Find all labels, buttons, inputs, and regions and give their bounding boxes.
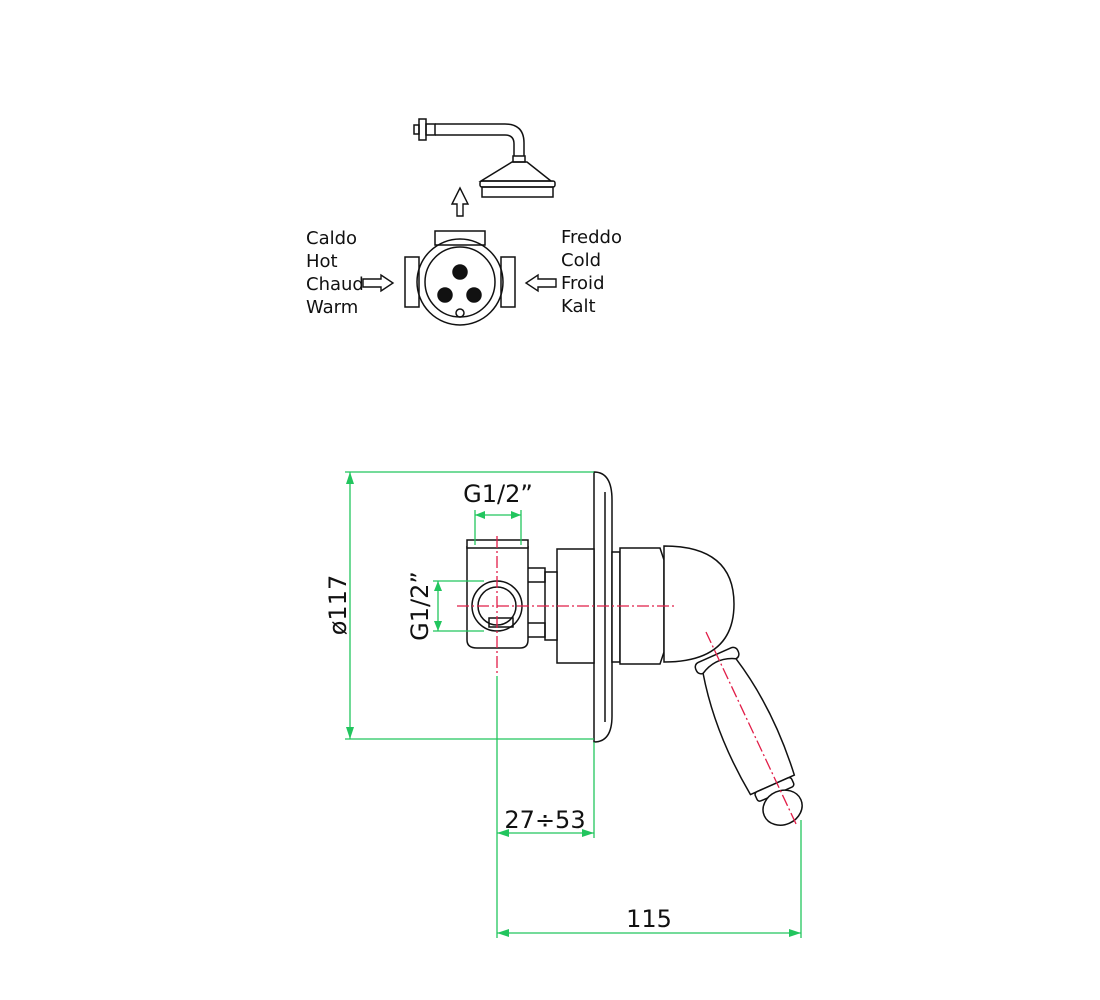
mixer-body-schematic	[404, 230, 516, 326]
hot-label-it: Caldo	[306, 228, 357, 249]
outlet-up-arrow-icon	[450, 186, 470, 217]
shower-head-schematic	[413, 118, 556, 198]
depth-arrow-right	[582, 829, 594, 837]
wall-plate	[593, 471, 613, 743]
port-right	[466, 287, 482, 303]
flange-nut	[425, 123, 436, 136]
dia-arrow-bottom	[346, 727, 354, 739]
lever-handle	[694, 646, 803, 826]
right-boss	[500, 256, 516, 308]
hot-label-en: Hot	[306, 251, 338, 272]
small-hole	[455, 308, 465, 318]
knob-sphere	[663, 545, 735, 663]
body-outer-ring	[416, 238, 504, 326]
thread-top-label: G1/2”	[463, 480, 533, 508]
shower-head-face	[479, 180, 556, 188]
shower-head-dome	[478, 161, 554, 182]
cold-inlet-arrow-icon	[524, 273, 557, 293]
left-boss	[404, 256, 420, 308]
shower-arm-top	[435, 123, 525, 156]
shower-head-rim	[481, 186, 554, 198]
cold-label-fr: Froid	[561, 273, 605, 294]
cold-label-de: Kalt	[561, 296, 596, 317]
port-left	[437, 287, 453, 303]
depth-range-label: 27÷53	[504, 806, 585, 834]
mixer-side-view	[466, 471, 803, 826]
depth-arrow-left	[497, 829, 509, 837]
wall-flange	[418, 118, 427, 141]
port-top	[452, 264, 468, 280]
lever-body	[702, 657, 796, 796]
thread-top-arrow-left	[475, 511, 485, 519]
thread-side-label: G1/2”	[406, 571, 434, 641]
centerlines	[457, 536, 798, 827]
shower-arm-bottom	[435, 134, 515, 156]
dia-arrow-top	[346, 472, 354, 484]
cold-label-en: Cold	[561, 250, 601, 271]
diameter-label: ø117	[324, 575, 352, 636]
rosette-ring	[611, 551, 621, 663]
body-inner-ring	[424, 246, 496, 318]
cold-inlet-label: Freddo Cold Froid Kalt	[561, 227, 622, 317]
length-arrow-right	[789, 929, 801, 937]
arm-collar	[512, 155, 526, 163]
inlet-slot	[488, 617, 514, 628]
dimension-lines	[345, 471, 802, 938]
length-arrow-left	[497, 929, 509, 937]
thread-side-arrow-bottom	[434, 621, 442, 631]
thread-side-arrow-top	[434, 581, 442, 591]
top-boss	[434, 230, 486, 246]
hot-label-de: Warm	[306, 297, 358, 318]
hot-inlet-label: Caldo Hot Chaud Warm	[306, 228, 364, 318]
hot-label-fr: Chaud	[306, 274, 364, 295]
cold-label-it: Freddo	[561, 227, 622, 248]
dimension-arrows	[346, 472, 801, 937]
lever-centerline	[705, 631, 798, 827]
overall-length-label: 115	[626, 905, 672, 933]
hot-inlet-arrow-icon	[362, 273, 395, 293]
thread-top-arrow-right	[511, 511, 521, 519]
